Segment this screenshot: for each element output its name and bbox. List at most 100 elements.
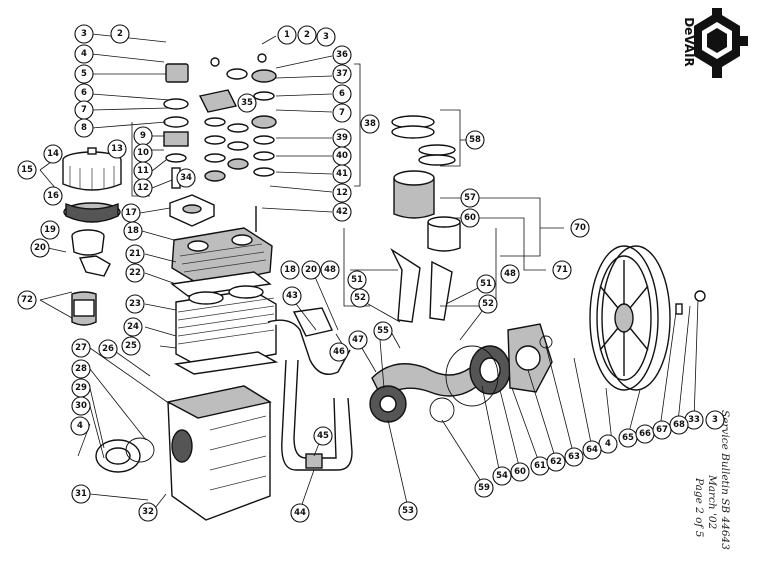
svg-text:4: 4 [605, 439, 611, 449]
svg-text:17: 17 [125, 208, 137, 218]
callout-9: 9 [133, 126, 153, 146]
callout-64: 64 [582, 440, 602, 460]
svg-text:32: 32 [142, 507, 154, 517]
callout-57: 57 [460, 188, 480, 208]
callout-3c: 3 [705, 410, 725, 430]
callout-60b: 60 [510, 462, 530, 482]
svg-text:26: 26 [102, 344, 114, 354]
svg-text:37: 37 [336, 69, 348, 79]
svg-text:16: 16 [47, 191, 59, 201]
svg-text:20: 20 [34, 243, 46, 253]
callout-54: 54 [492, 466, 512, 486]
callout-68: 68 [669, 415, 689, 435]
svg-text:22: 22 [129, 268, 141, 278]
callout-63: 63 [564, 447, 584, 467]
svg-text:59: 59 [478, 483, 490, 493]
svg-text:62: 62 [550, 457, 562, 467]
svg-text:61: 61 [534, 461, 546, 471]
svg-text:18: 18 [284, 265, 296, 275]
svg-text:36: 36 [336, 50, 348, 60]
svg-text:21: 21 [129, 249, 141, 259]
callout-14: 14 [43, 144, 63, 164]
callout-30: 30 [71, 396, 91, 416]
callout-7: 7 [74, 100, 94, 120]
svg-text:68: 68 [673, 420, 685, 430]
svg-text:18: 18 [127, 226, 139, 236]
svg-text:64: 64 [586, 445, 598, 455]
callout-67: 67 [652, 420, 672, 440]
svg-text:51: 51 [351, 275, 363, 285]
callout-22: 22 [125, 263, 145, 283]
svg-text:27: 27 [75, 343, 87, 353]
svg-text:52: 52 [482, 299, 494, 309]
svg-text:70: 70 [574, 223, 586, 233]
svg-text:63: 63 [568, 452, 580, 462]
svg-text:43: 43 [286, 291, 298, 301]
callout-13: 13 [107, 139, 127, 159]
callout-46: 46 [329, 342, 349, 362]
svg-text:39: 39 [336, 133, 348, 143]
svg-text:28: 28 [75, 364, 87, 374]
callout-62: 62 [546, 452, 566, 472]
svg-text:3: 3 [712, 415, 718, 425]
crankshaft-pistons [369, 115, 486, 423]
callout-2b: 2 [297, 25, 317, 45]
callout-58: 58 [465, 130, 485, 150]
callout-26: 26 [98, 339, 118, 359]
devair-logo-icon [694, 8, 748, 78]
svg-text:60: 60 [514, 467, 526, 477]
svg-text:65: 65 [622, 433, 634, 443]
callout-18b: 18 [280, 260, 300, 280]
callout-39: 39 [332, 128, 352, 148]
svg-text:34: 34 [180, 173, 192, 183]
callout-17: 17 [121, 203, 141, 223]
callout-43: 43 [282, 286, 302, 306]
callout-32: 32 [138, 502, 158, 522]
callout-55: 55 [373, 321, 393, 341]
callout-71: 71 [552, 260, 572, 280]
svg-text:13: 13 [111, 144, 123, 154]
callout-41: 41 [332, 164, 352, 184]
callout-65: 65 [618, 428, 638, 448]
callout-44: 44 [290, 503, 310, 523]
svg-text:52: 52 [354, 293, 366, 303]
svg-text:4: 4 [81, 49, 87, 59]
callout-4: 4 [74, 44, 94, 64]
svg-text:57: 57 [464, 193, 476, 203]
callout-6b: 6 [332, 84, 352, 104]
svg-text:25: 25 [125, 341, 137, 351]
callout-29: 29 [71, 378, 91, 398]
crankcase [95, 385, 272, 521]
callout-72: 72 [17, 290, 37, 310]
callout-5: 5 [74, 64, 94, 84]
svg-text:15: 15 [21, 165, 33, 175]
svg-text:60: 60 [464, 213, 476, 223]
svg-text:11: 11 [137, 166, 149, 176]
svg-text:41: 41 [336, 169, 348, 179]
callout-24: 24 [123, 317, 143, 337]
svg-text:51: 51 [480, 279, 492, 289]
callout-70: 70 [570, 218, 590, 238]
svg-text:53: 53 [402, 506, 414, 516]
callout-66: 66 [635, 424, 655, 444]
callout-4c: 4 [598, 434, 618, 454]
callout-8: 8 [74, 118, 94, 138]
callout-3: 3 [74, 24, 94, 44]
svg-text:7: 7 [81, 105, 87, 115]
callout-12: 12 [133, 178, 153, 198]
svg-text:48: 48 [504, 269, 516, 279]
callout-52: 52 [350, 288, 370, 308]
svg-text:35: 35 [241, 98, 253, 108]
callout-40: 40 [332, 146, 352, 166]
svg-text:54: 54 [496, 471, 508, 481]
callout-53: 53 [398, 501, 418, 521]
svg-text:8: 8 [81, 123, 87, 133]
callout-10: 10 [133, 143, 153, 163]
flywheel [589, 245, 706, 391]
svg-text:3: 3 [81, 29, 87, 39]
callout-47: 47 [348, 330, 368, 350]
callout-51b: 51 [476, 274, 496, 294]
air-filter-assembly [62, 147, 122, 326]
callout-12b: 12 [332, 183, 352, 203]
